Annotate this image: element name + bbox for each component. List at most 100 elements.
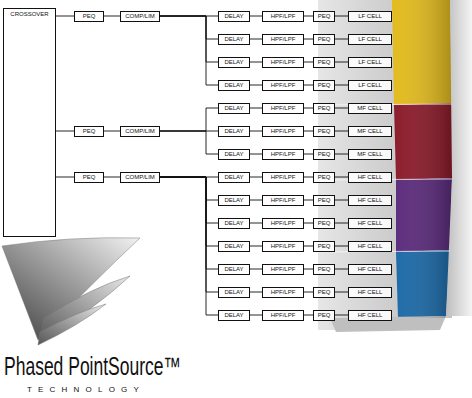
box-label: DELAY bbox=[224, 174, 243, 180]
delay-box: DELAY bbox=[218, 264, 250, 275]
filter-box: HPF/LPF bbox=[262, 149, 304, 160]
signal-line bbox=[250, 154, 262, 155]
peq-box: PEQ bbox=[313, 57, 335, 68]
signal-line bbox=[304, 292, 313, 293]
signal-line bbox=[56, 16, 74, 17]
box-label: PEQ bbox=[83, 174, 96, 180]
peq-box: PEQ bbox=[313, 103, 335, 114]
box-label: HF CELL bbox=[358, 312, 383, 318]
box-label: PEQ bbox=[318, 289, 331, 295]
signal-line bbox=[304, 177, 313, 178]
box-label: HPF/LPF bbox=[271, 312, 296, 318]
box-label: HPF/LPF bbox=[271, 266, 296, 272]
signal-line bbox=[250, 62, 262, 63]
signal-line bbox=[335, 200, 348, 201]
box-label: HF CELL bbox=[358, 197, 383, 203]
box-label: HPF/LPF bbox=[271, 59, 296, 65]
delay-box: DELAY bbox=[218, 103, 250, 114]
cell-box: HF CELL bbox=[348, 310, 392, 321]
signal-line bbox=[250, 85, 262, 86]
delay-box: DELAY bbox=[218, 218, 250, 229]
signal-line bbox=[304, 108, 313, 109]
signal-line bbox=[160, 177, 218, 246]
signal-line bbox=[250, 223, 262, 224]
filter-box: HPF/LPF bbox=[262, 310, 304, 321]
delay-box: DELAY bbox=[218, 195, 250, 206]
peq-box: PEQ bbox=[313, 149, 335, 160]
cell-box: LF CELL bbox=[348, 80, 392, 91]
signal-line bbox=[160, 177, 218, 200]
signal-line bbox=[250, 292, 262, 293]
box-label: DELAY bbox=[224, 82, 243, 88]
delay-box: DELAY bbox=[218, 11, 250, 22]
box-label: PEQ bbox=[318, 243, 331, 249]
delay-box: DELAY bbox=[218, 241, 250, 252]
filter-box: HPF/LPF bbox=[262, 126, 304, 137]
cell-box: MF CELL bbox=[348, 103, 392, 114]
box-label: HPF/LPF bbox=[271, 151, 296, 157]
cell-box: LF CELL bbox=[348, 57, 392, 68]
speaker-array bbox=[318, 0, 472, 332]
signal-line bbox=[250, 269, 262, 270]
signal-line bbox=[304, 315, 313, 316]
signal-line bbox=[335, 16, 348, 17]
box-label: HPF/LPF bbox=[271, 36, 296, 42]
cell-box: HF CELL bbox=[348, 241, 392, 252]
signal-line bbox=[250, 39, 262, 40]
filter-box: HPF/LPF bbox=[262, 241, 304, 252]
signal-line bbox=[335, 223, 348, 224]
signal-line bbox=[304, 200, 313, 201]
peq-box: PEQ bbox=[74, 11, 104, 22]
signal-line bbox=[160, 177, 218, 269]
box-label: LF CELL bbox=[358, 36, 382, 42]
signal-line bbox=[335, 315, 348, 316]
box-label: HPF/LPF bbox=[271, 289, 296, 295]
box-label: HF CELL bbox=[358, 266, 383, 272]
cabinet-seams bbox=[318, 104, 452, 252]
cell-box: HF CELL bbox=[348, 218, 392, 229]
cell-box: MF CELL bbox=[348, 126, 392, 137]
box-label: PEQ bbox=[318, 105, 331, 111]
logo-fan bbox=[2, 238, 140, 345]
signal-line bbox=[104, 16, 120, 17]
box-label: HF CELL bbox=[358, 174, 383, 180]
signal-line bbox=[160, 131, 218, 154]
peq-box: PEQ bbox=[74, 126, 104, 137]
delay-box: DELAY bbox=[218, 80, 250, 91]
signal-line bbox=[104, 131, 120, 132]
peq-box: PEQ bbox=[313, 264, 335, 275]
box-label: HF CELL bbox=[358, 243, 383, 249]
filter-box: HPF/LPF bbox=[262, 195, 304, 206]
delay-box: DELAY bbox=[218, 287, 250, 298]
box-label: LF CELL bbox=[358, 13, 382, 19]
filter-box: HPF/LPF bbox=[262, 80, 304, 91]
logo-wordmark: Phased PointSource™ bbox=[4, 354, 181, 379]
comp-lim-box: COMP/LIM bbox=[120, 172, 160, 183]
box-label: HPF/LPF bbox=[271, 174, 296, 180]
delay-box: DELAY bbox=[218, 34, 250, 45]
delay-box: DELAY bbox=[218, 126, 250, 137]
box-label: DELAY bbox=[224, 151, 243, 157]
peq-box: PEQ bbox=[313, 11, 335, 22]
signal-line bbox=[104, 177, 120, 178]
box-label: PEQ bbox=[318, 82, 331, 88]
signal-line bbox=[304, 85, 313, 86]
signal-line bbox=[335, 292, 348, 293]
box-label: HPF/LPF bbox=[271, 220, 296, 226]
signal-line bbox=[250, 246, 262, 247]
signal-line bbox=[250, 315, 262, 316]
box-label: PEQ bbox=[318, 13, 331, 19]
signal-line bbox=[304, 16, 313, 17]
box-label: PEQ bbox=[318, 197, 331, 203]
box-label: PEQ bbox=[318, 174, 331, 180]
peq-box: PEQ bbox=[313, 218, 335, 229]
signal-line bbox=[160, 16, 218, 85]
signal-line bbox=[335, 85, 348, 86]
filter-box: HPF/LPF bbox=[262, 264, 304, 275]
peq-box: PEQ bbox=[313, 34, 335, 45]
signal-line bbox=[160, 16, 218, 62]
box-label: PEQ bbox=[318, 220, 331, 226]
